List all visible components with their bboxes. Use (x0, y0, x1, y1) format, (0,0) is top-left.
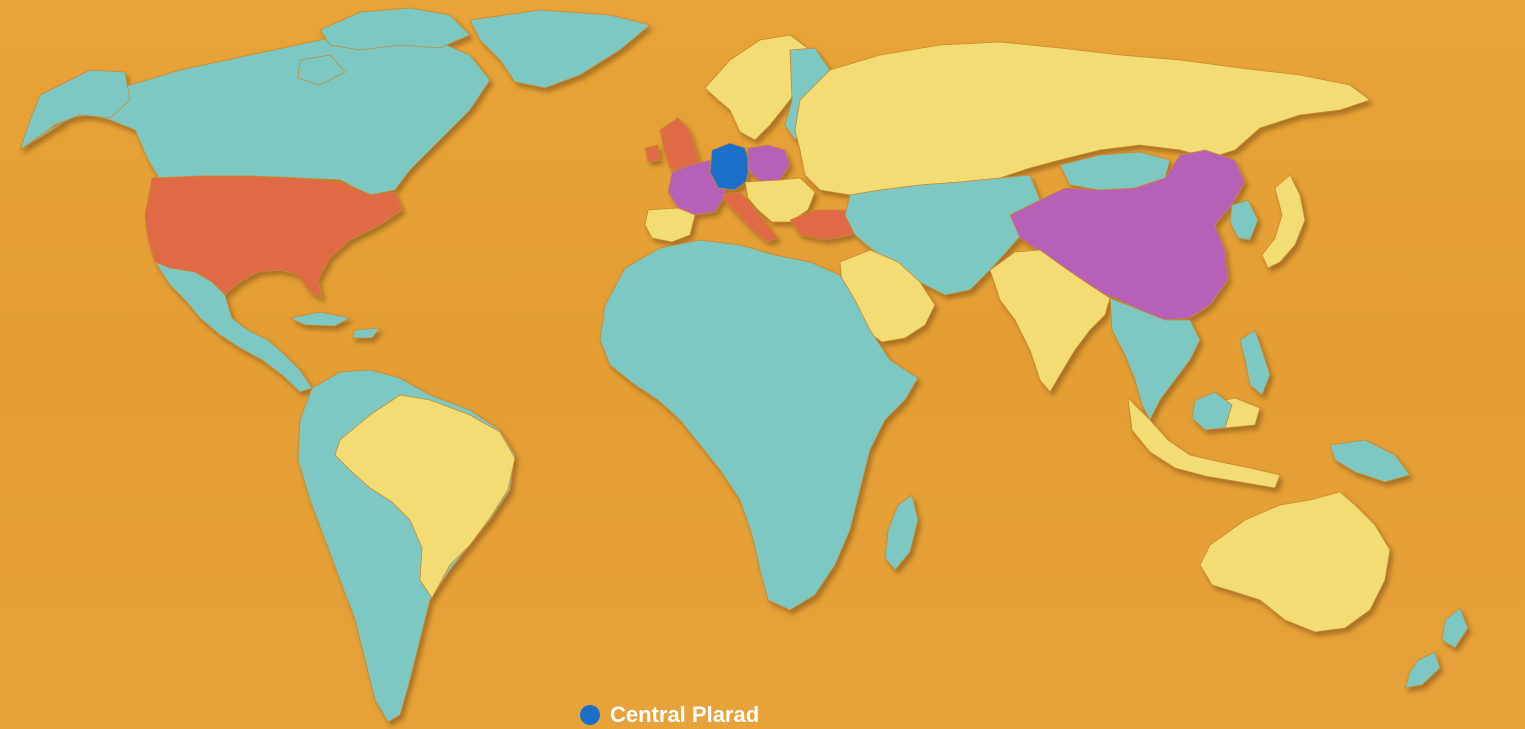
region-germany (709, 142, 751, 191)
region-poland (747, 144, 791, 183)
region-iberia (644, 207, 696, 243)
region-korea (1229, 199, 1259, 241)
region-new-zealand (1404, 607, 1469, 689)
region-caribbean (289, 311, 381, 339)
region-alaska (19, 69, 131, 151)
region-italy (721, 191, 779, 243)
legend-swatch (580, 705, 600, 725)
region-madagascar (884, 494, 919, 571)
region-borneo-new-guinea (1191, 391, 1411, 483)
region-mexico-central-america (154, 261, 313, 393)
region-uk (644, 117, 701, 173)
legend-label: Central Plarad (610, 702, 760, 727)
region-scandinavia (704, 34, 811, 141)
region-philippines (1239, 329, 1271, 396)
region-arctic-islands (297, 7, 471, 86)
legend: Central Plarad (580, 702, 759, 729)
region-australia (1199, 491, 1391, 633)
region-middle-east-central-asia (844, 174, 1041, 296)
region-africa (599, 239, 919, 611)
region-southeast-asia (1109, 297, 1201, 421)
region-brazil (334, 394, 516, 599)
region-japan (1261, 174, 1306, 269)
region-india (989, 249, 1111, 393)
region-greenland (469, 9, 651, 89)
